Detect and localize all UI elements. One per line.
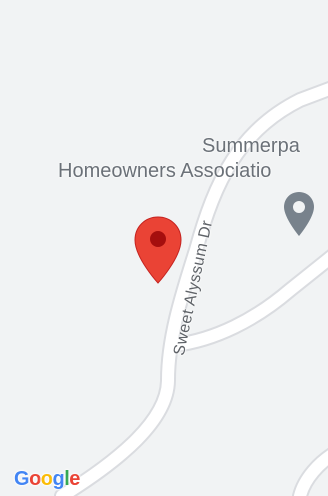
red-map-pin-icon[interactable] [133,215,183,285]
poi-name-line2[interactable]: Homeowners Associatio [58,160,272,182]
google-logo[interactable]: Google [14,468,80,491]
grey-place-marker-icon[interactable] [282,190,316,238]
road-corner-southeast [294,450,328,496]
poi-name-line1[interactable]: Summerpa [202,135,300,157]
road-branch-east [169,251,328,351]
google-logo-text: Google [14,468,80,490]
road-sweet-alyssum-dr [56,83,328,496]
